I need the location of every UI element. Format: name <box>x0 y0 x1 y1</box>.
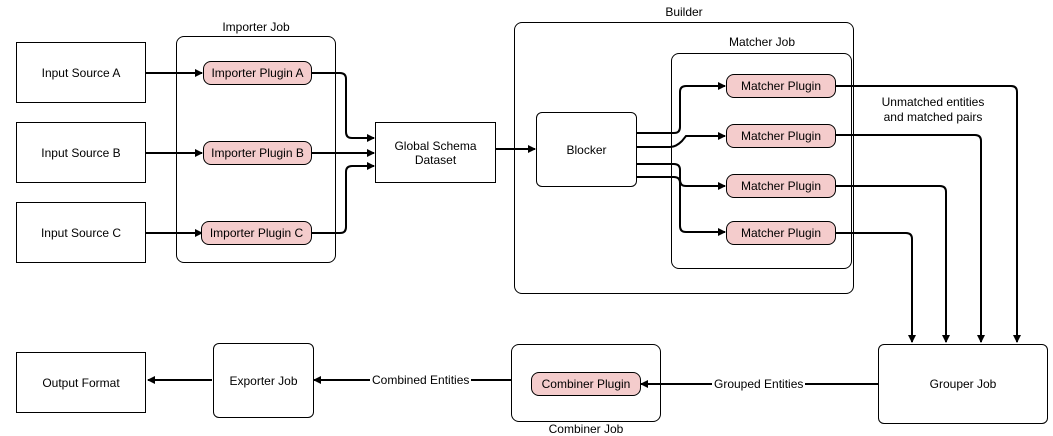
edge-matcher-1-grouper <box>836 85 1021 343</box>
edge-blocker-matcher-3 <box>637 163 726 190</box>
importer-plugin-b: Importer Plugin B <box>203 141 312 165</box>
edge-blocker-matcher-4 <box>637 176 726 236</box>
edge-plugin-a-dataset <box>312 72 375 142</box>
unmatched-note: Unmatched entities and matched pairs <box>868 95 998 125</box>
matcher-plugin-3: Matcher Plugin <box>726 174 836 198</box>
builder-title: Builder <box>665 5 703 19</box>
combiner-plugin: Combiner Plugin <box>531 372 641 396</box>
grouped-entities-label: Grouped Entities <box>712 377 806 391</box>
edge-matcher-2-grouper <box>836 134 985 343</box>
importer-plugin-c: Importer Plugin C <box>201 221 312 245</box>
combiner-job-title: Combiner Job <box>548 422 624 436</box>
matcher-plugin-4: Matcher Plugin <box>726 221 836 245</box>
combined-entities-label: Combined Entities <box>370 373 472 387</box>
output-format: Output Format <box>16 352 146 413</box>
edge-blocker-matcher-2 <box>637 132 726 148</box>
matcher-job-container <box>671 53 852 269</box>
edge-matcher-3-grouper <box>836 185 950 343</box>
matcher-plugin-1: Matcher Plugin <box>726 74 836 98</box>
dataset-line2: Dataset <box>414 152 457 167</box>
importer-plugin-a: Importer Plugin A <box>203 61 312 85</box>
grouper-job: Grouper Job <box>878 344 1048 424</box>
importer-job-title: Importer Job <box>222 20 290 34</box>
input-source-c: Input Source C <box>16 202 146 263</box>
input-source-a: Input Source A <box>16 42 146 103</box>
matcher-plugin-2: Matcher Plugin <box>726 124 836 148</box>
matcher-job-title: Matcher Job <box>728 35 796 49</box>
edge-plugin-c-dataset <box>312 162 375 234</box>
edge-blocker-matcher-1 <box>637 82 726 134</box>
dataset-line1: Global Schema <box>394 138 477 153</box>
unmatched-note-line1: Unmatched entities <box>881 95 985 109</box>
unmatched-note-line2: and matched pairs <box>883 110 983 124</box>
importer-job-container <box>176 36 336 263</box>
global-schema-dataset: Global Schema Dataset <box>375 122 496 183</box>
input-source-b: Input Source B <box>16 122 146 183</box>
exporter-job: Exporter Job <box>213 343 314 418</box>
builder-container <box>514 22 854 294</box>
edge-matcher-4-grouper <box>836 232 916 343</box>
blocker: Blocker <box>536 112 637 187</box>
